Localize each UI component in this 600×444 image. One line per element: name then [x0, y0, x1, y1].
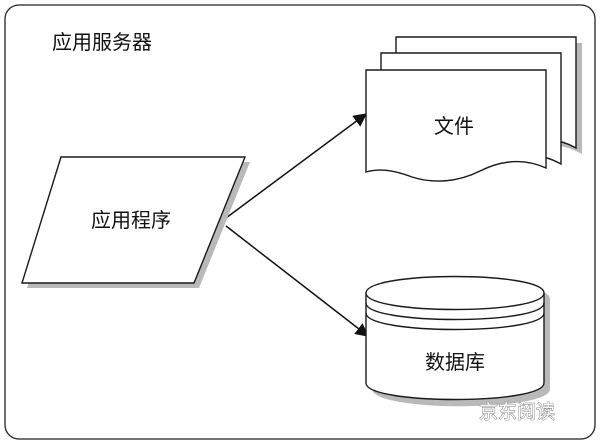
application-node-label: 应用程序 [91, 208, 171, 232]
database-band-2 [365, 312, 545, 331]
database-top-rim [365, 292, 545, 311]
application-node-shape [21, 156, 247, 284]
edge-application-to-database [225, 225, 370, 337]
database-node-label: 数据库 [425, 350, 485, 374]
edges [225, 113, 370, 337]
database-band-1 [365, 302, 545, 321]
node-application: 应用程序 [21, 156, 250, 288]
file-node-label: 文件 [434, 114, 474, 138]
edge-application-to-file [225, 113, 368, 219]
node-database: 数据库 [365, 275, 550, 407]
watermark-text: 京东阅读 [479, 401, 555, 423]
node-file: 文件 [365, 36, 582, 182]
file-sheet-front [365, 69, 547, 182]
app-server-title: 应用服务器 [52, 30, 152, 54]
